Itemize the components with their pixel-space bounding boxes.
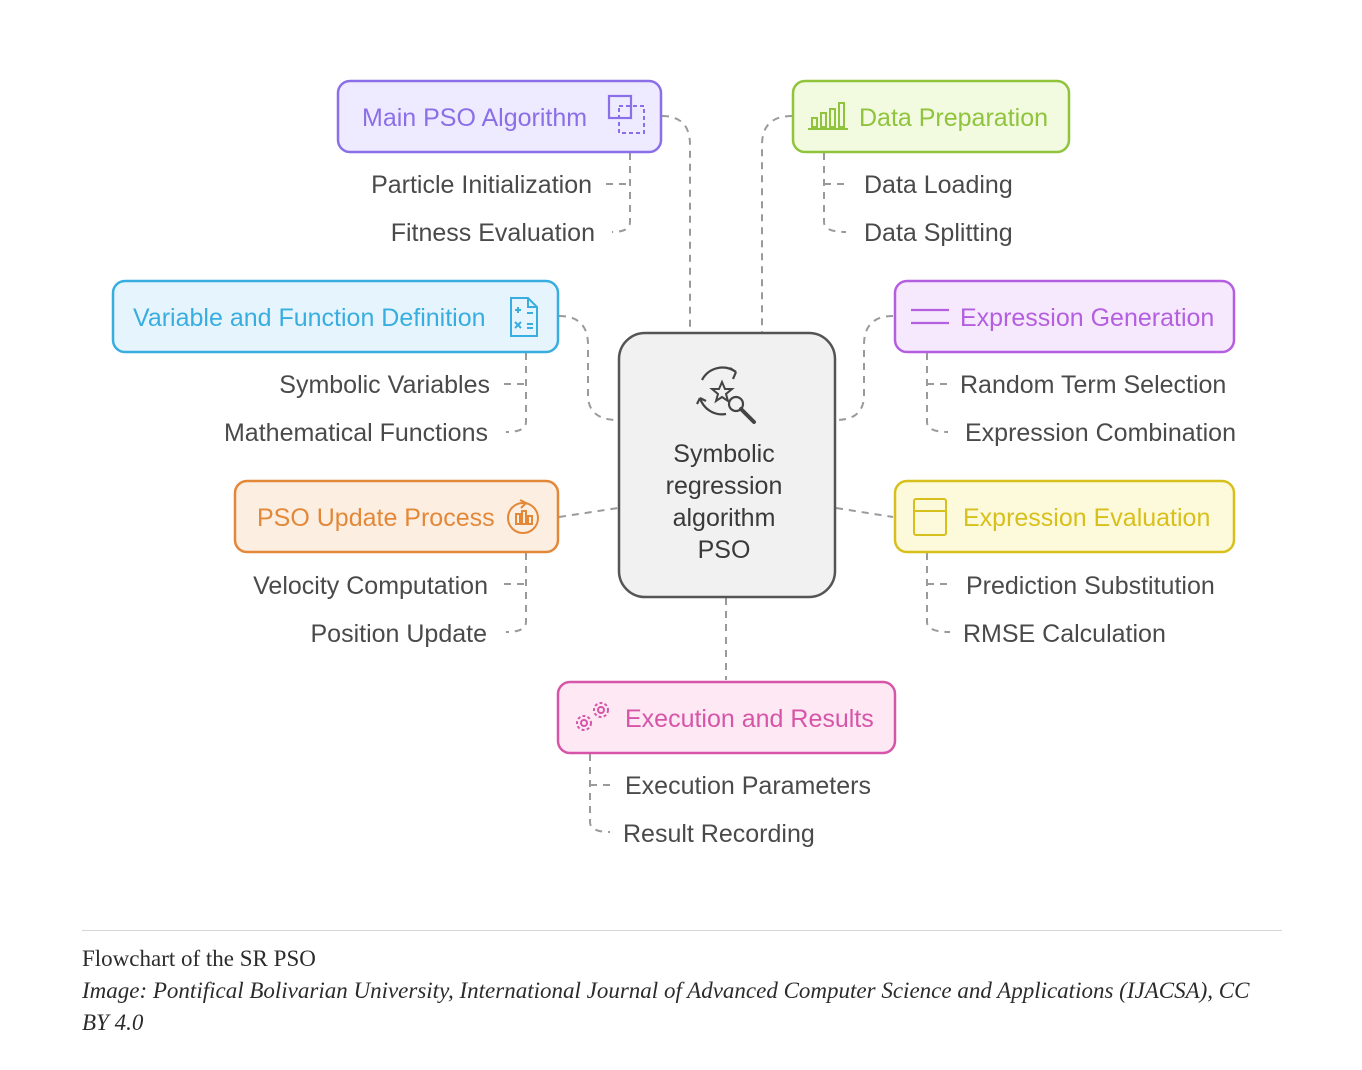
expr-eval-item-1: Prediction Substitution [966,572,1215,600]
exec-results-item-2: Result Recording [623,820,815,848]
var-func-item-1: Symbolic Variables [279,371,490,399]
panel-icon [913,498,947,536]
data-prep-item-2: Data Splitting [864,219,1013,247]
calculator-doc-icon [510,297,538,337]
var-func-item-2: Mathematical Functions [224,419,488,447]
connector-expr-eval [835,507,894,518]
expr-gen-item-1: Random Term Selection [960,371,1226,399]
expr-eval-item-2: RMSE Calculation [963,620,1166,648]
connector-data-prep [761,115,793,332]
center-line-1: Symbolic [673,440,774,468]
sub-connectors [504,153,951,833]
pso-update-title: PSO Update Process [257,504,495,532]
lines-icon [911,308,949,325]
pso-update-item-1: Velocity Computation [253,572,488,600]
expr-gen-item-2: Expression Combination [965,419,1236,447]
flowchart-diagram: Symbolic regression algorithm PSO Main P… [111,79,1236,848]
node-data-prep: Data Preparation Data Loading Data Split… [791,79,1071,247]
expr-eval-title: Expression Evaluation [963,504,1210,532]
connectors [558,115,894,680]
center-line-2: regression [666,472,783,500]
data-prep-item-1: Data Loading [864,171,1013,199]
main-pso-title: Main PSO Algorithm [362,104,587,132]
connector-expr-gen [835,315,894,421]
node-pso-update: PSO Update Process Velocity Computation … [233,479,560,648]
star-search-icon [696,366,756,424]
copy-squares-icon [607,94,645,134]
expr-gen-title: Expression Generation [960,304,1214,332]
exec-results-item-1: Execution Parameters [625,772,871,800]
center-line-3: algorithm [673,504,776,532]
center-node: Symbolic regression algorithm PSO [617,331,837,599]
node-expr-eval: Expression Evaluation Prediction Substit… [893,479,1236,648]
exec-results-title: Execution and Results [625,705,874,733]
connector-main-pso [661,115,691,332]
gears-icon [576,702,609,731]
node-exec-results: Execution and Results Execution Paramete… [556,680,897,848]
var-func-title: Variable and Function Definition [133,304,486,332]
main-pso-item-1: Particle Initialization [371,171,592,199]
node-main-pso: Main PSO Algorithm Particle Initializati… [336,79,663,247]
bar-chart-icon [808,102,848,130]
refresh-chart-icon [507,499,539,534]
center-line-4: PSO [698,536,751,564]
caption-credit: Image: Pontifical Bolivarian University,… [82,978,1250,1035]
data-prep-title: Data Preparation [859,104,1048,132]
node-expr-gen: Expression Generation Random Term Select… [893,279,1236,447]
connector-pso-update [558,507,619,518]
figure-caption: Flowchart of the SR PSO Image: Pontifica… [82,930,1282,1039]
main-pso-item-2: Fitness Evaluation [391,219,595,247]
connector-var-func [558,315,619,421]
pso-update-item-2: Position Update [310,620,487,648]
caption-title: Flowchart of the SR PSO [82,946,316,971]
node-var-func: Variable and Function Definition Symboli… [111,279,560,447]
